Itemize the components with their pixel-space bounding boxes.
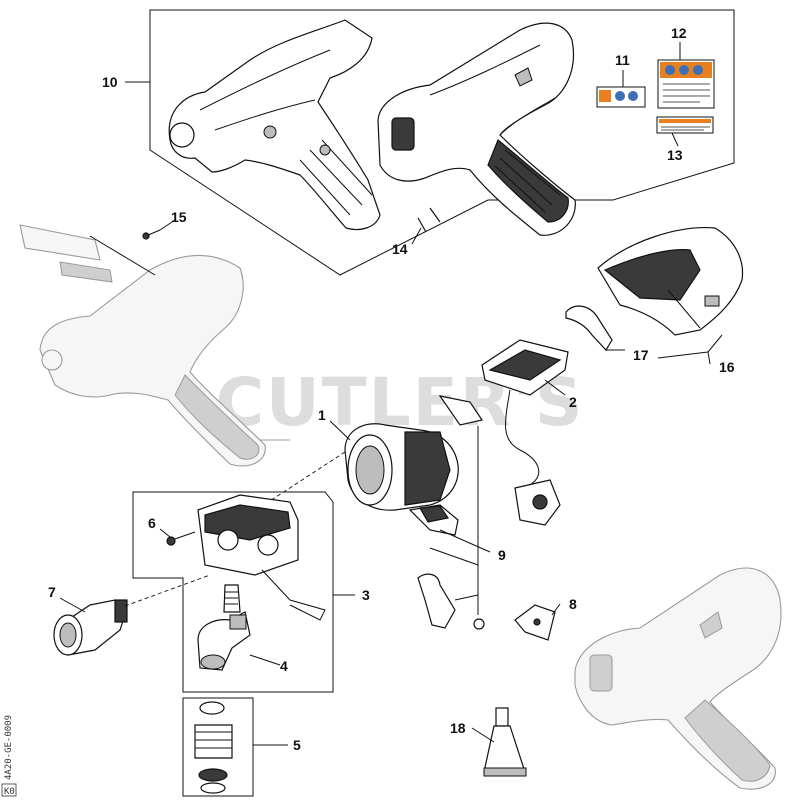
drawing-code: 4A20-GE-0009: [4, 715, 14, 780]
callout-5: 5: [293, 737, 301, 753]
callout-9: 9: [498, 547, 506, 563]
valve-4: [197, 584, 251, 671]
trigger-part-9: [408, 426, 485, 630]
motor-1: [209, 423, 459, 541]
callout-14: 14: [392, 241, 408, 257]
callout-12: 12: [671, 25, 687, 41]
callout-7: 7: [48, 584, 56, 600]
callout-6: 6: [148, 515, 156, 531]
nozzle-7: [53, 574, 211, 656]
drawing-code-tag: K0: [4, 787, 15, 797]
grease-tube-18: [483, 707, 527, 777]
callout-3: 3: [362, 587, 370, 603]
bracket-8: [514, 604, 556, 641]
trigger-lock-17: [565, 305, 613, 351]
callout-15: 15: [171, 209, 187, 225]
callout-8: 8: [569, 596, 577, 612]
callout-2: 2: [569, 394, 577, 410]
callout-10: 10: [102, 74, 118, 90]
callout-16: 16: [719, 359, 735, 375]
warning-label-12: [657, 59, 715, 109]
callout-11: 11: [615, 52, 630, 68]
leader-lines: [59, 42, 723, 746]
housing-left-half: [168, 19, 381, 231]
callout-4: 4: [280, 658, 288, 674]
shroud-16: [597, 227, 744, 336]
callout-13: 13: [667, 147, 683, 163]
inlet-group-frame: [182, 697, 254, 797]
callout-1: 1: [318, 407, 326, 423]
assembled-housing-ghost: [19, 224, 290, 467]
inlet-fitting-5: [194, 701, 233, 794]
warning-label-11: [596, 86, 646, 108]
screw-6: [166, 531, 196, 546]
pump-group-frame: [132, 491, 334, 693]
screw-15: [142, 229, 161, 240]
housing-right-half: [377, 22, 576, 236]
callout-17: 17: [633, 347, 649, 363]
pump-assembly-3: [197, 494, 326, 621]
screw-14: [417, 207, 441, 233]
label-13: [656, 116, 714, 134]
assembled-gun-ghost: [574, 567, 782, 790]
callout-18: 18: [450, 720, 466, 736]
